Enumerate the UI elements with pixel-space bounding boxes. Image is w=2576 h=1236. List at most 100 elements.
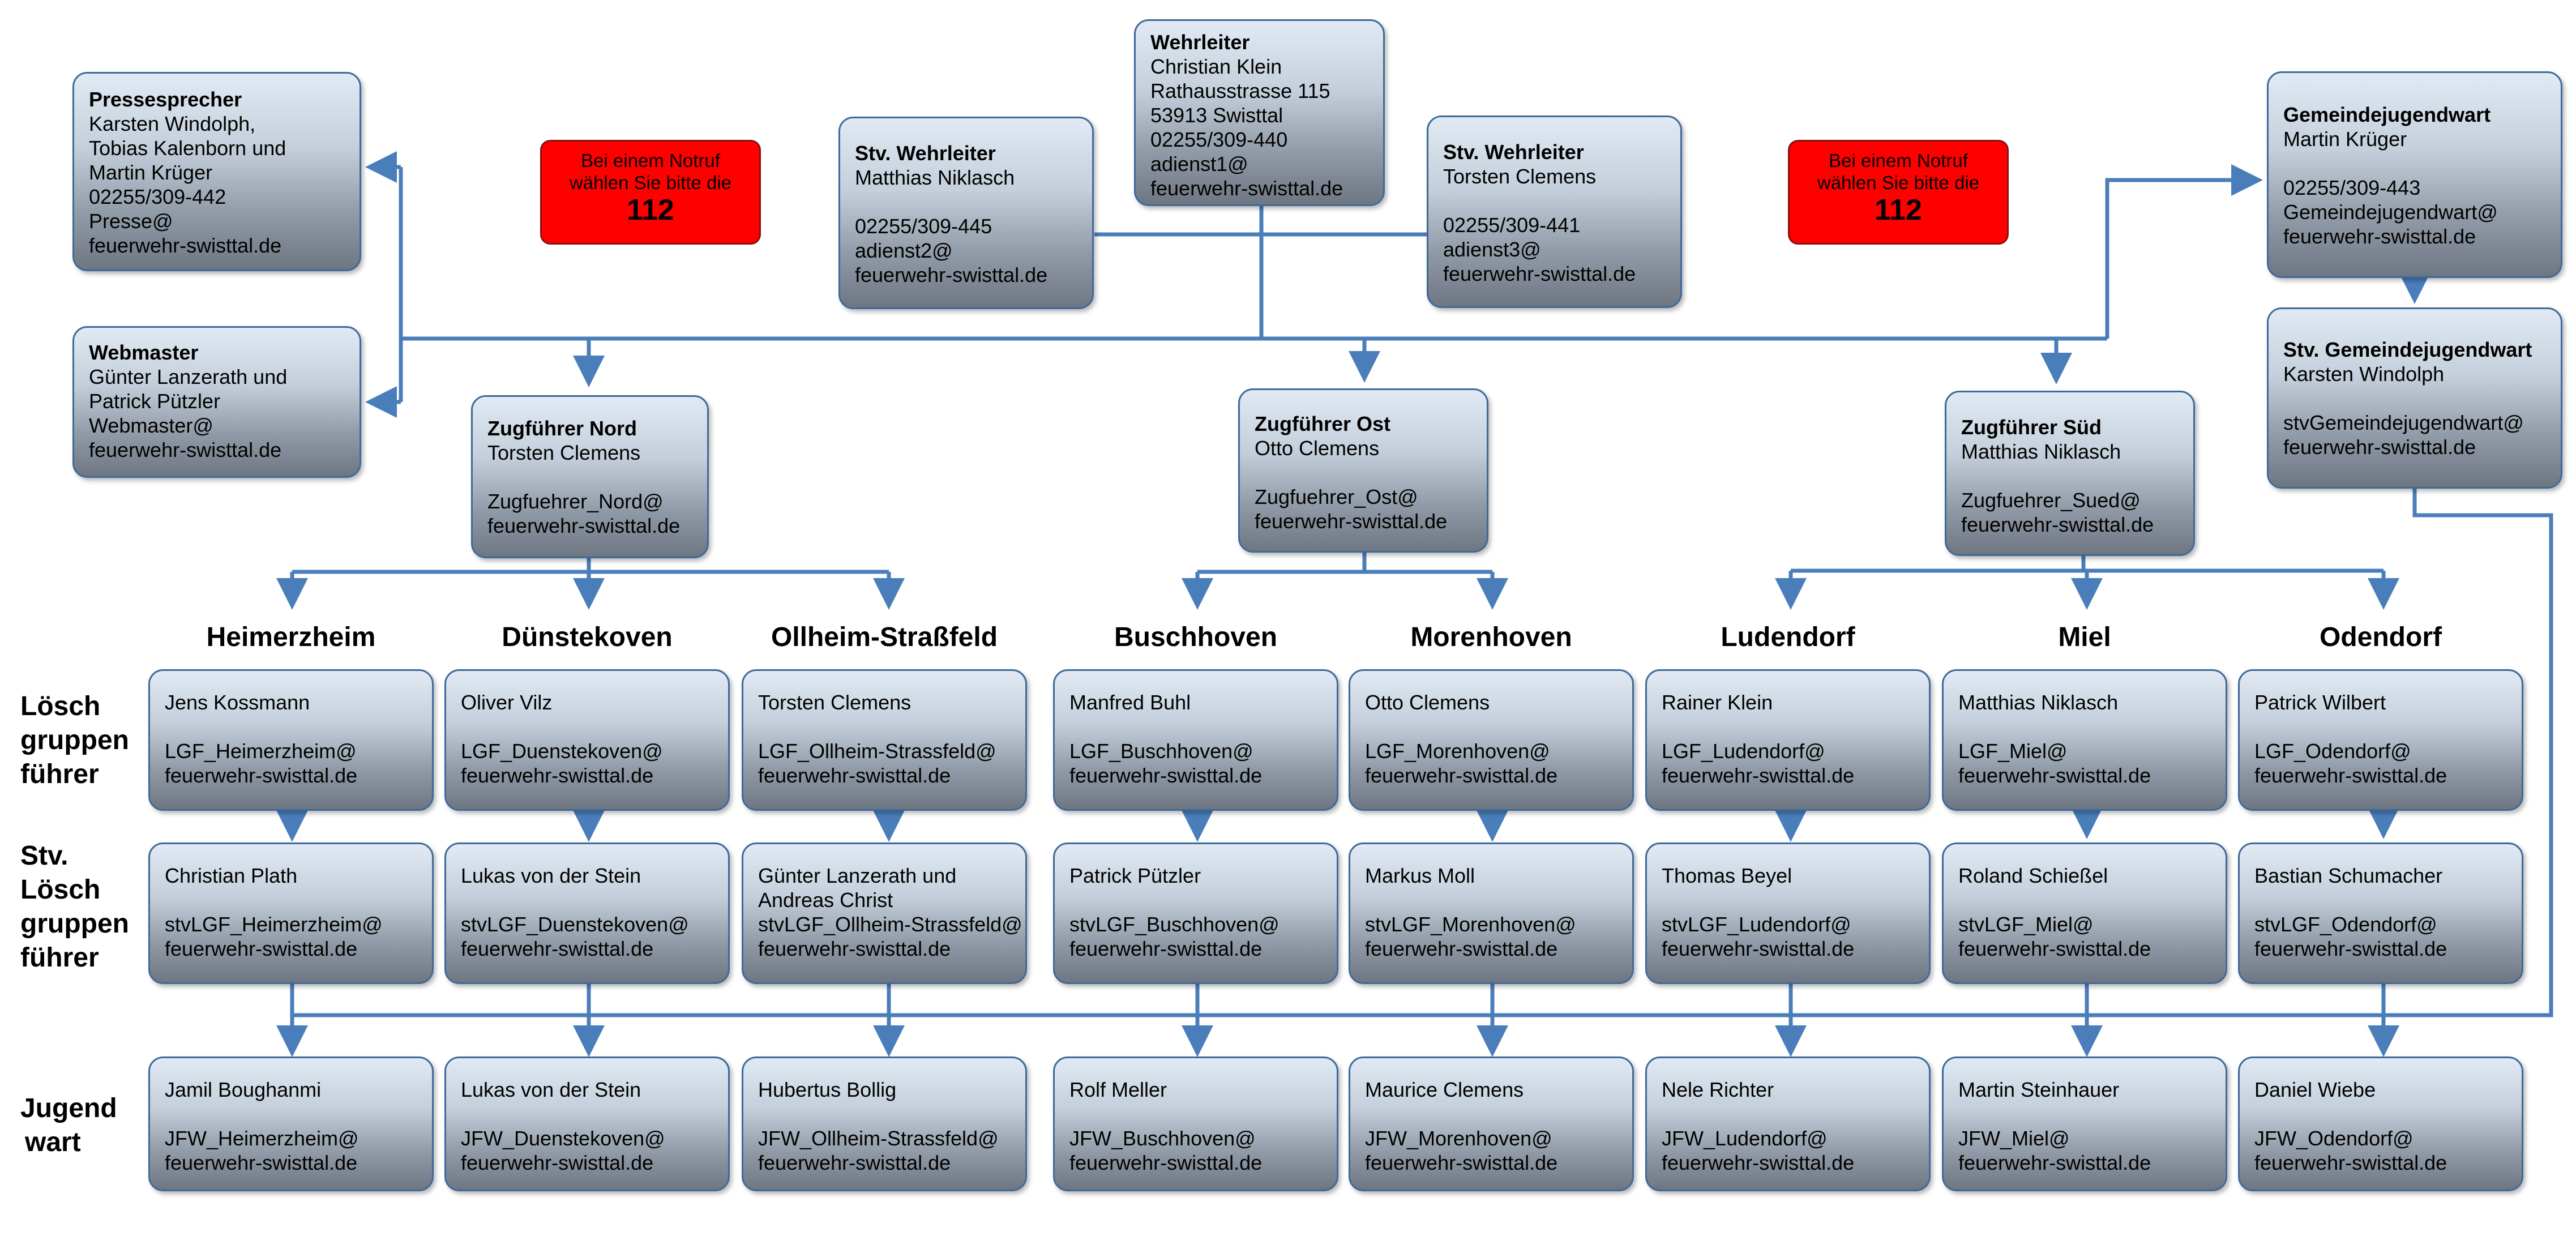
- person-name: Patrick Pützler: [1069, 864, 1201, 887]
- email: Webmaster@: [89, 414, 213, 437]
- email: stvGemeindejugendwart@: [2283, 411, 2524, 434]
- email-domain: feuerwehr-swisttal.de: [2254, 937, 2447, 960]
- person-name: Lukas von der Stein: [461, 864, 641, 887]
- email: JFW_Ludendorf@: [1662, 1127, 1828, 1150]
- person-name: Jamil Boughanmi: [165, 1078, 322, 1101]
- email-domain: feuerwehr-swisttal.de: [758, 1151, 951, 1174]
- box-title: Stv. Wehrleiter: [855, 142, 996, 165]
- email: LGF_Morenhoven@: [1365, 739, 1550, 763]
- email-domain: feuerwehr-swisttal.de: [1662, 764, 1855, 787]
- stv-loeschgruppenfuehrer-box: Christian Plath stvLGF_Heimerzheim@feuerw…: [148, 842, 434, 984]
- email: stvLGF_Heimerzheim@: [165, 913, 383, 936]
- arrow-gjw: [2105, 164, 2263, 339]
- email-domain: feuerwehr-swisttal.de: [1365, 1151, 1558, 1174]
- row-label-stv-loeschgruppenfuehrer: Stv. Lösch gruppen führer: [20, 841, 129, 973]
- person-name: Rolf Meller: [1069, 1078, 1167, 1101]
- email-domain: feuerwehr-swisttal.de: [165, 937, 358, 960]
- town-name: Miel: [2058, 622, 2111, 652]
- email: JFW_Heimerzheim@: [165, 1127, 359, 1150]
- person-name: Christian Plath: [165, 864, 298, 887]
- street: Rathausstrasse 115: [1150, 79, 1330, 102]
- box-title: Pressesprecher: [89, 88, 242, 111]
- email-domain: feuerwehr-swisttal.de: [1069, 1151, 1263, 1174]
- stv-loeschgruppenfuehrer-box: Thomas Beyel stvLGF_Ludendorf@feuerwehr-s…: [1645, 842, 1931, 984]
- person-name: Patrick Pützler: [89, 390, 221, 413]
- town-name: Ludendorf: [1721, 622, 1855, 652]
- email: JFW_Buschhoven@: [1069, 1127, 1256, 1150]
- email: stvLGF_Ludendorf@: [1662, 913, 1851, 936]
- person-name: Torsten Clemens: [758, 691, 912, 714]
- email-domain: feuerwehr-swisttal.de: [1255, 510, 1448, 533]
- email-domain: feuerwehr-swisttal.de: [1365, 764, 1558, 787]
- email-domain: feuerwehr-swisttal.de: [1958, 764, 2151, 787]
- stv-wehrleiter-left-box: Stv. Wehrleiter Matthias Niklasch 02255/…: [838, 117, 1094, 309]
- phone: 02255/309-443: [2283, 176, 2421, 199]
- box-title: Stv. Gemeindejugendwart: [2283, 338, 2532, 361]
- email-domain: feuerwehr-swisttal.de: [165, 1151, 358, 1174]
- email: stvLGF_Morenhoven@: [1365, 913, 1576, 936]
- email: Presse@: [89, 209, 173, 233]
- person-name: Oliver Vilz: [461, 691, 553, 714]
- box-title: Stv. Wehrleiter: [1443, 140, 1584, 164]
- email: LGF_Duenstekoven@: [461, 739, 663, 763]
- person-name: Roland Schießel: [1958, 864, 2108, 887]
- phone: 02255/309-440: [1150, 128, 1288, 151]
- stv-loeschgruppenfuehrer-box: Roland Schießel stvLGF_Miel@feuerwehr-swi…: [1942, 842, 2227, 984]
- email-domain: feuerwehr-swisttal.de: [1958, 937, 2151, 960]
- box-title: Zugführer Ost: [1255, 412, 1390, 435]
- email: JFW_Duenstekoven@: [461, 1127, 665, 1150]
- email: LGF_Heimerzheim@: [165, 739, 357, 763]
- email-domain: feuerwehr-swisttal.de: [1150, 177, 1343, 200]
- email: LGF_Odendorf@: [2254, 739, 2411, 763]
- town-name: Heimerzheim: [206, 622, 376, 652]
- person-name: Lukas von der Stein: [461, 1078, 641, 1101]
- email: Zugfuehrer_Sued@: [1961, 489, 2141, 512]
- email: LGF_Miel@: [1958, 739, 2068, 763]
- email: Zugfuehrer_Ost@: [1255, 485, 1418, 508]
- person-name: Christian Klein: [1150, 55, 1282, 78]
- email-domain: feuerwehr-swisttal.de: [855, 263, 1048, 286]
- email: JFW_Morenhoven@: [1365, 1127, 1552, 1150]
- person-name: Karsten Windolph,: [89, 112, 256, 135]
- person-name: Jens Kossmann: [165, 691, 310, 714]
- phone: 02255/309-445: [855, 215, 992, 238]
- person-name: Markus Moll: [1365, 864, 1475, 887]
- sued-branch: [1791, 555, 2384, 573]
- row-label-loeschgruppenfuehrer: Lösch gruppen führer: [20, 691, 129, 789]
- town-name: Morenhoven: [1410, 622, 1572, 652]
- email-domain: feuerwehr-swisttal.de: [2283, 435, 2476, 459]
- email: stvLGF_Buschhoven@: [1069, 913, 1280, 936]
- zugfuehrer-ost-box: Zugführer Ost Otto Clemens Zugfuehrer_Os…: [1238, 388, 1488, 553]
- ost-branch: [1197, 552, 1492, 574]
- email: LGF_Buschhoven@: [1069, 739, 1253, 763]
- person-name: Martin Steinhauer: [1958, 1078, 2120, 1101]
- email-domain: feuerwehr-swisttal.de: [1662, 937, 1855, 960]
- notruf-line-2: wählen Sie bitte die: [569, 172, 732, 193]
- email-domain: feuerwehr-swisttal.de: [461, 937, 654, 960]
- email: stvLGF_Miel@: [1958, 913, 2094, 936]
- email-domain: feuerwehr-swisttal.de: [461, 1151, 654, 1174]
- email-domain: feuerwehr-swisttal.de: [1961, 513, 2154, 536]
- email: adienst3@: [1443, 238, 1541, 261]
- person-name: Martin Krüger: [89, 161, 213, 184]
- email-domain: feuerwehr-swisttal.de: [758, 764, 951, 787]
- person-name: Nele Richter: [1662, 1078, 1774, 1101]
- person-name: Manfred Buhl: [1069, 691, 1191, 714]
- person-name: Patrick Wilbert: [2254, 691, 2386, 714]
- person-name: Thomas Beyel: [1662, 864, 1792, 887]
- box-title: Webmaster: [89, 341, 199, 364]
- email: Zugfuehrer_Nord@: [487, 490, 664, 513]
